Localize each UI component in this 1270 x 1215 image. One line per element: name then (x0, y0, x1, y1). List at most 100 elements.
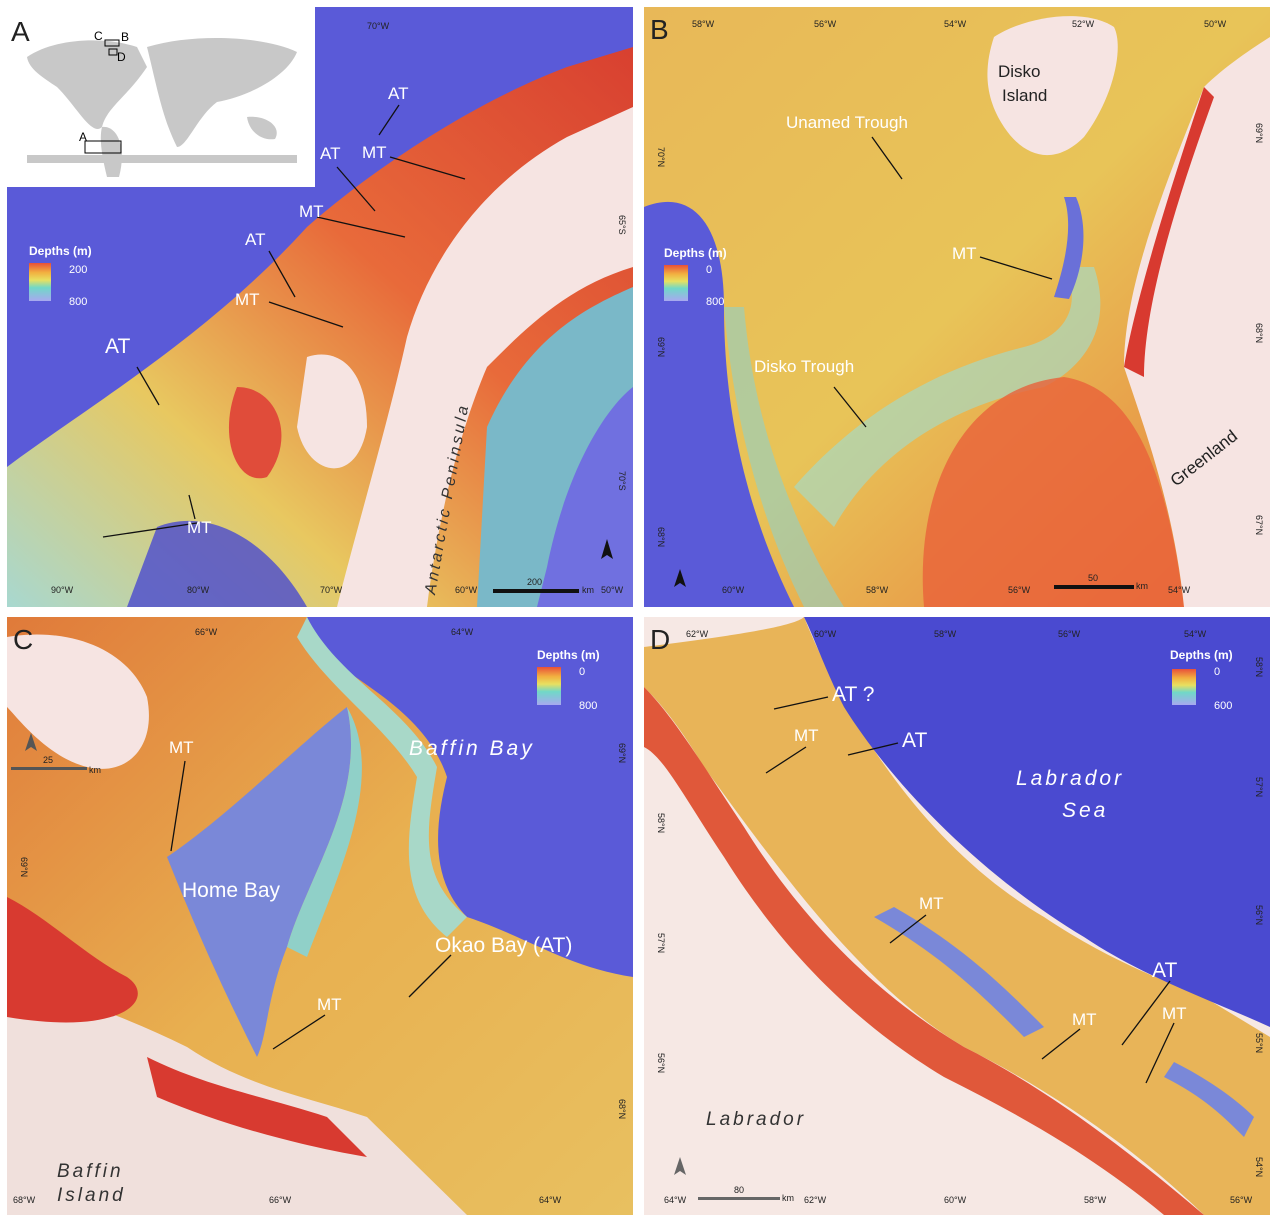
annotation-mt: MT (1072, 1010, 1097, 1029)
tick-top: 56°W (814, 19, 837, 29)
tick-bottom: 64°W (664, 1195, 687, 1205)
tick-bottom: 62°W (804, 1195, 827, 1205)
annotation-mt: MT (299, 202, 324, 221)
inset-label-a: A (79, 130, 87, 144)
tick-top: 66°W (195, 627, 218, 637)
tick-right: 58°N (1254, 657, 1264, 677)
annotation-at: AT ? (832, 683, 874, 706)
tick-top: 56°W (1058, 629, 1081, 639)
north-arrow-icon (674, 569, 686, 587)
scale-bar (493, 589, 579, 593)
scale-unit: km (89, 765, 101, 775)
tick-left: 58°N (656, 813, 666, 833)
legend-title: Depths (m) (537, 648, 600, 662)
tick-left: 56°N (656, 1053, 666, 1073)
tick-bottom: 56°W (1008, 585, 1031, 595)
tick-left: 68°N (656, 527, 666, 547)
tick-bottom: 60°W (722, 585, 745, 595)
scale-value: 200 (527, 577, 542, 587)
panel-a: C B D A A Depths (m) 200 800 AT AT MT MT… (7, 7, 633, 607)
tick-left: 69°N (19, 857, 29, 877)
tick-bottom: 68°W (13, 1195, 36, 1205)
tick-left: 57°N (656, 933, 666, 953)
tick-right: 70°S (617, 471, 627, 491)
tick-bottom: 50°W (601, 585, 624, 595)
tick-right: 69°N (617, 743, 627, 763)
tick-bottom: 56°W (1230, 1195, 1253, 1205)
legend-min: 0 (706, 264, 712, 276)
place-okao-bay: Okao Bay (AT) (435, 934, 572, 957)
tick-top: 52°W (1072, 19, 1095, 29)
scale-bar (11, 767, 87, 770)
legend-min: 0 (579, 666, 585, 678)
legend-ramp (1172, 669, 1196, 705)
north-arrow-icon (601, 539, 613, 559)
tick-right: 54°N (1254, 1157, 1264, 1177)
legend-title: Depths (m) (29, 244, 92, 258)
panel-letter: C (13, 624, 33, 655)
legend-max: 800 (706, 296, 724, 308)
scale-unit: km (582, 585, 594, 595)
scale-bar (698, 1197, 780, 1200)
tick-bottom: 60°W (944, 1195, 967, 1205)
legend-max: 600 (1214, 700, 1232, 712)
place-labrador: Labrador (706, 1109, 806, 1130)
tick-right: 68°N (617, 1099, 627, 1119)
legend-ramp (537, 667, 561, 705)
inset-label-c: C (94, 29, 103, 43)
annotation-mt: MT (1162, 1004, 1187, 1023)
scale-value: 25 (43, 755, 53, 765)
tick-right: 68°N (1254, 323, 1264, 343)
tick-bottom: 58°W (866, 585, 889, 595)
legend-min: 0 (1214, 666, 1220, 678)
tick-right: 69°N (1254, 123, 1264, 143)
annotation-at: AT (245, 230, 265, 249)
place-disko-trough: Disko Trough (754, 357, 854, 376)
tick-top: 58°W (692, 19, 715, 29)
tick-bottom: 80°W (187, 585, 210, 595)
tick-bottom: 64°W (539, 1195, 562, 1205)
tick-bottom: 70°W (320, 585, 343, 595)
annotation-mt: MT (952, 244, 977, 263)
annotation-mt: MT (187, 518, 212, 537)
annotation-mt: MT (317, 995, 342, 1014)
panel-letter: A (11, 16, 30, 47)
tick-left: 69°N (656, 337, 666, 357)
panel-letter: D (650, 624, 670, 655)
tick-top: 64°W (451, 627, 474, 637)
scale-unit: km (1136, 581, 1148, 591)
tick-bottom: 66°W (269, 1195, 292, 1205)
legend-min: 200 (69, 264, 87, 276)
annotation-mt: MT (362, 143, 387, 162)
tick-bottom: 60°W (455, 585, 478, 595)
annotation-at: AT (902, 729, 927, 752)
tick-right: 57°N (1254, 777, 1264, 797)
tick-right: 55°N (1254, 1033, 1264, 1053)
legend-max: 800 (69, 296, 87, 308)
annotation-mt: MT (794, 726, 819, 745)
legend-title: Depths (m) (1170, 648, 1233, 662)
annotation-at: AT (105, 335, 130, 358)
annotation-at: AT (388, 84, 408, 103)
annotation-mt: MT (169, 738, 194, 757)
tick-top: 54°W (944, 19, 967, 29)
tick-top: 62°W (686, 629, 709, 639)
annotation-mt: MT (235, 290, 260, 309)
legend-max: 800 (579, 700, 597, 712)
place-home-bay: Home Bay (182, 879, 281, 902)
tick-left: 70°N (656, 147, 666, 167)
tick-bottom: 90°W (51, 585, 74, 595)
scale-value: 50 (1088, 573, 1098, 583)
tick-top: 58°W (934, 629, 957, 639)
tick-top: 54°W (1184, 629, 1207, 639)
legend-ramp (29, 263, 51, 301)
north-arrow-icon (674, 1157, 686, 1175)
inset-label-d: D (117, 50, 126, 64)
annotation-mt: MT (919, 894, 944, 913)
tick-right: 67°N (1254, 515, 1264, 535)
panel-letter: B (650, 14, 669, 45)
